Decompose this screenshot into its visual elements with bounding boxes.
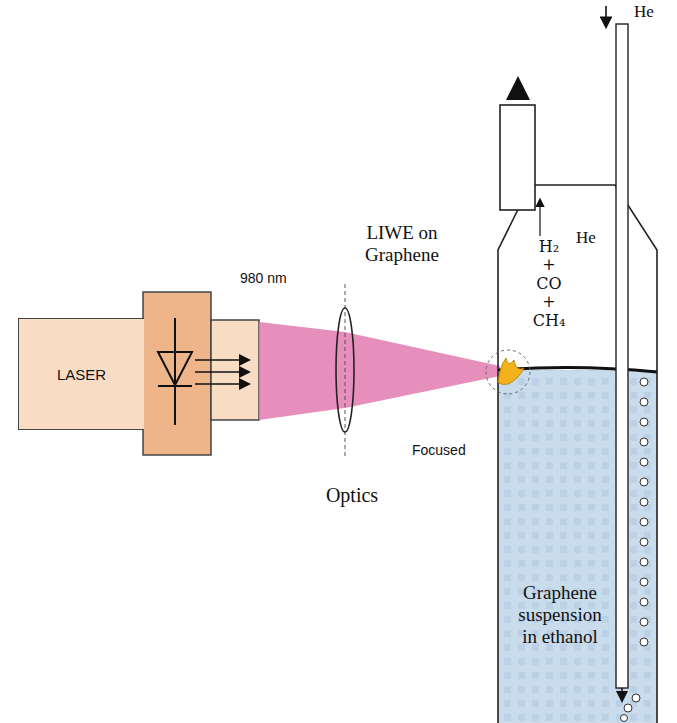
reaction-vessel xyxy=(498,185,657,723)
inlet-arrow xyxy=(621,688,623,700)
focus-label: Focused xyxy=(412,442,466,458)
graphene-suspension xyxy=(498,370,657,723)
process-label: LIWE on Graphene xyxy=(343,222,461,266)
focus-circle xyxy=(486,350,530,394)
gas-label: He xyxy=(634,2,654,22)
suspension-label: Graphene suspension in ethanol xyxy=(510,582,610,648)
laser-plume xyxy=(498,358,524,385)
gas-label: He xyxy=(576,228,596,248)
laser-aperture xyxy=(211,320,259,420)
laser-label: LASER xyxy=(57,366,106,383)
laser-box: LASER xyxy=(18,318,144,430)
helium-inlet xyxy=(616,24,628,688)
product-gases: H₂ + CO + CH₄ xyxy=(533,238,566,330)
diode-symbol xyxy=(158,318,192,425)
gas-outlet xyxy=(500,105,535,210)
laser-beam xyxy=(259,322,500,420)
gas-bubbles xyxy=(621,378,649,722)
inlet-arrow xyxy=(605,6,607,26)
outlet-arrow xyxy=(517,82,520,100)
wavelength-label: 980 nm xyxy=(240,270,287,286)
component-label: Optics xyxy=(326,484,378,507)
diode-housing xyxy=(143,292,211,455)
gas-flow-arrow xyxy=(539,200,540,236)
emission-arrows xyxy=(195,360,248,384)
lens xyxy=(336,308,354,432)
